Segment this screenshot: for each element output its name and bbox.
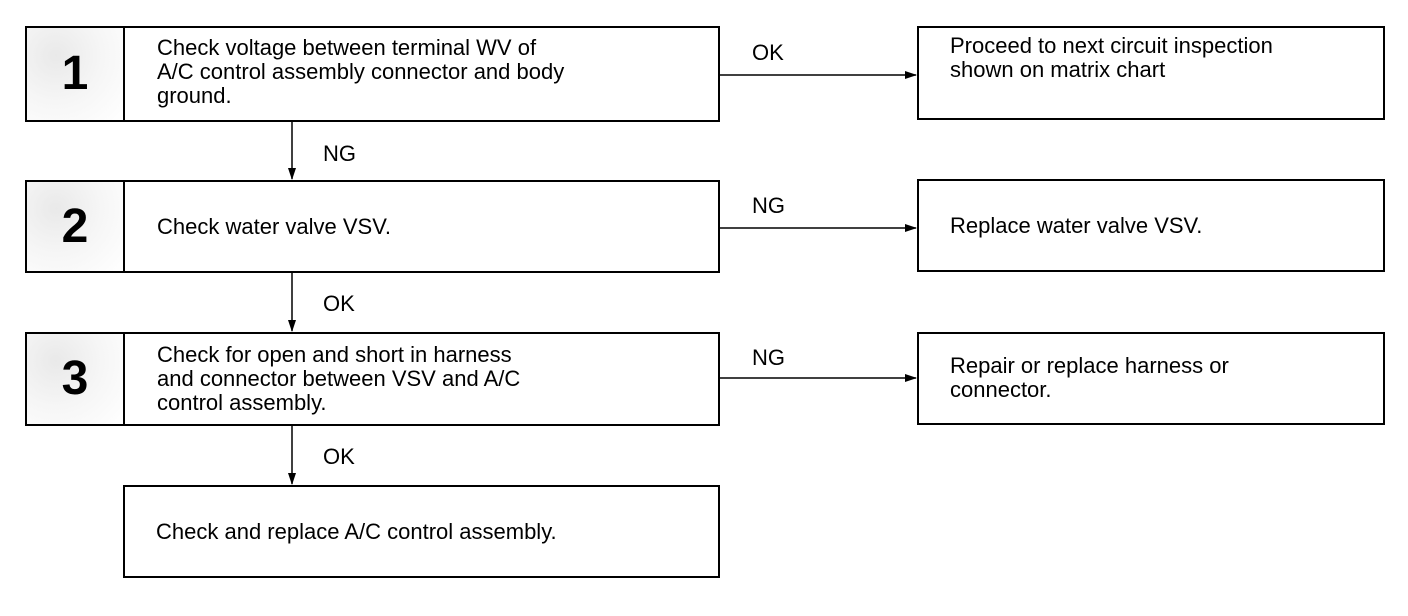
result-3-text: Repair or replace harness or connector. (950, 353, 1229, 402)
final-action-box: Check and replace A/C control assembly. (123, 485, 720, 578)
result-1-text: Proceed to next circuit inspection shown… (950, 33, 1273, 82)
step-2-number: 2 (61, 199, 89, 253)
label-step3-ok: OK (323, 444, 355, 469)
step-2-text: Check water valve VSV. (157, 213, 391, 239)
result-2-text: Replace water valve VSV. (950, 212, 1203, 238)
label-step1-ng: NG (323, 141, 356, 166)
step-1-number: 1 (61, 47, 89, 100)
step-1-text: Check voltage between terminal WV of A/C… (157, 35, 565, 108)
step-1-box: 1 Check voltage between terminal WV of A… (25, 26, 720, 122)
step-1-number-cell: 1 (27, 28, 125, 120)
result-2-box: Replace water valve VSV. (917, 179, 1385, 272)
label-step2-ng: NG (752, 193, 785, 218)
step-2-box: 2 Check water valve VSV. (25, 180, 720, 273)
step-2-number-cell: 2 (27, 182, 125, 271)
label-step3-ng: NG (752, 345, 785, 370)
label-step1-ok: OK (752, 40, 784, 65)
step-3-number: 3 (61, 352, 89, 405)
step-3-box: 3 Check for open and short in harness an… (25, 332, 720, 426)
result-3-box: Repair or replace harness or connector. (917, 332, 1385, 425)
label-step2-ok: OK (323, 291, 355, 316)
step-3-text: Check for open and short in harness and … (157, 342, 521, 415)
result-1-box: Proceed to next circuit inspection shown… (917, 26, 1385, 120)
final-action-text: Check and replace A/C control assembly. (156, 518, 557, 544)
step-3-number-cell: 3 (27, 334, 125, 424)
